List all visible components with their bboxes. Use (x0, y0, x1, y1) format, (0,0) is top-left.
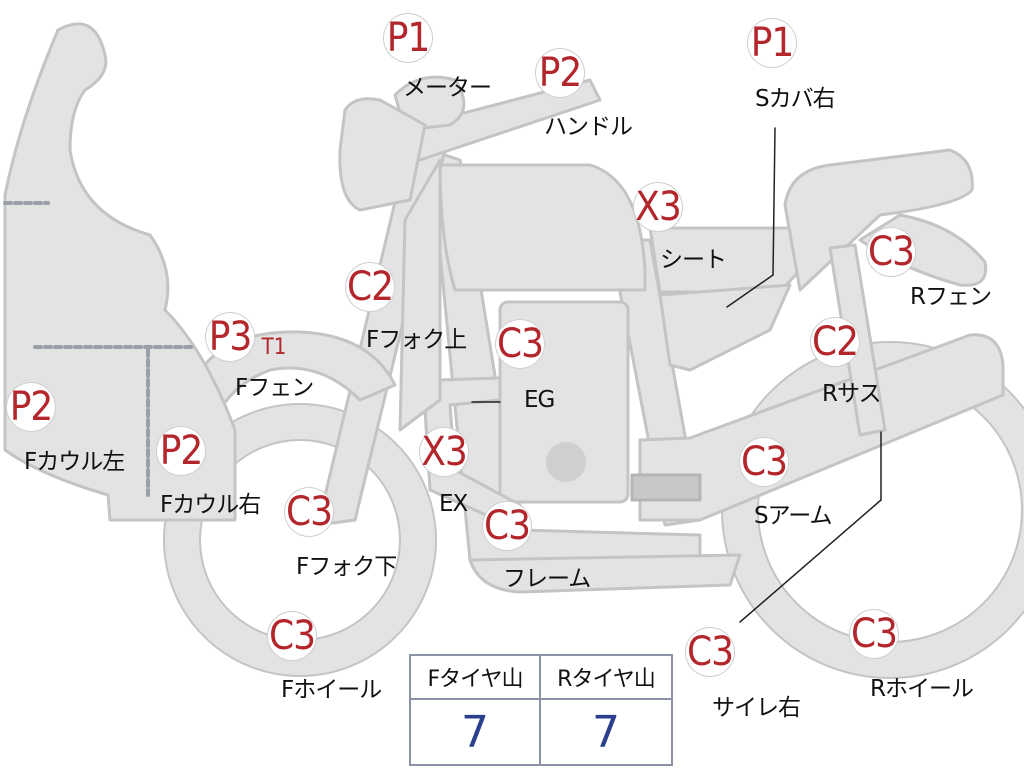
grade-silencer-right: C3 (686, 628, 734, 676)
grade-engine: C3 (496, 320, 544, 368)
label-seat: シート (660, 247, 727, 273)
grade-swing-arm: C3 (740, 438, 788, 486)
grade-rear-fender: C3 (867, 228, 915, 276)
grade-rear-suspension: C2 (811, 318, 859, 366)
label-handle: ハンドル (544, 114, 633, 140)
label-rear-fender: Rフェン (910, 284, 992, 310)
label-rear-wheel: Rホイール (870, 676, 974, 702)
label-front-cowl-right: Fカウル右 (160, 492, 261, 518)
grade-exhaust: X3 (420, 428, 468, 476)
tank-shape (438, 163, 647, 292)
label-frame: フレーム (503, 566, 591, 592)
side-cover-shape (658, 283, 792, 372)
grade-front-fork-upper: C2 (346, 263, 394, 311)
grade-handle: P2 (536, 49, 584, 97)
grade-front-fork-lower: C3 (285, 488, 333, 536)
grade-front-fender: P3 (206, 313, 254, 361)
label-rear-suspension: Rサス (822, 381, 882, 407)
label-front-fender: Fフェン (235, 375, 314, 401)
label-swing-arm: Sアーム (754, 503, 833, 529)
grade-meter: P1 (384, 14, 432, 62)
grade-side-cover-right: P1 (748, 19, 796, 67)
rear-wheel-shape (721, 341, 1024, 679)
front-tire-tread-header: Fタイヤ山 (411, 656, 541, 700)
front-tire-tread-value: 7 (411, 700, 541, 764)
grade-front-cowl-left: P2 (7, 383, 55, 431)
grade-front-cowl-right: P2 (157, 427, 205, 475)
grade-front-wheel: C3 (268, 612, 316, 660)
rear-tire-tread-header: Rタイヤ山 (541, 656, 671, 700)
grade-front-fender-sub: T1 (261, 335, 287, 360)
tire-tread-table: Fタイヤ山 Rタイヤ山 7 7 (409, 654, 673, 766)
label-front-fork-lower: Fフォク下 (296, 554, 397, 580)
grade-frame: C3 (483, 502, 531, 550)
label-exhaust: EX (439, 491, 468, 517)
swing-arm-shape (638, 333, 1005, 522)
label-meter: メーター (403, 75, 492, 101)
label-side-cover-right: Sカバ右 (755, 86, 836, 112)
label-front-cowl-left: Fカウル左 (24, 449, 125, 475)
rear-tire-tread-value: 7 (592, 706, 620, 758)
grade-rear-wheel: C3 (850, 610, 898, 658)
label-engine: EG (524, 387, 555, 413)
cowl-shape (3, 22, 237, 522)
label-front-fork-upper: Fフォク上 (366, 327, 467, 353)
headlight-shape (338, 97, 427, 212)
label-silencer-right: サイレ右 (712, 695, 801, 721)
seat-shape (648, 226, 802, 294)
grade-seat: X3 (634, 183, 682, 231)
label-front-wheel: Fホイール (281, 677, 382, 703)
